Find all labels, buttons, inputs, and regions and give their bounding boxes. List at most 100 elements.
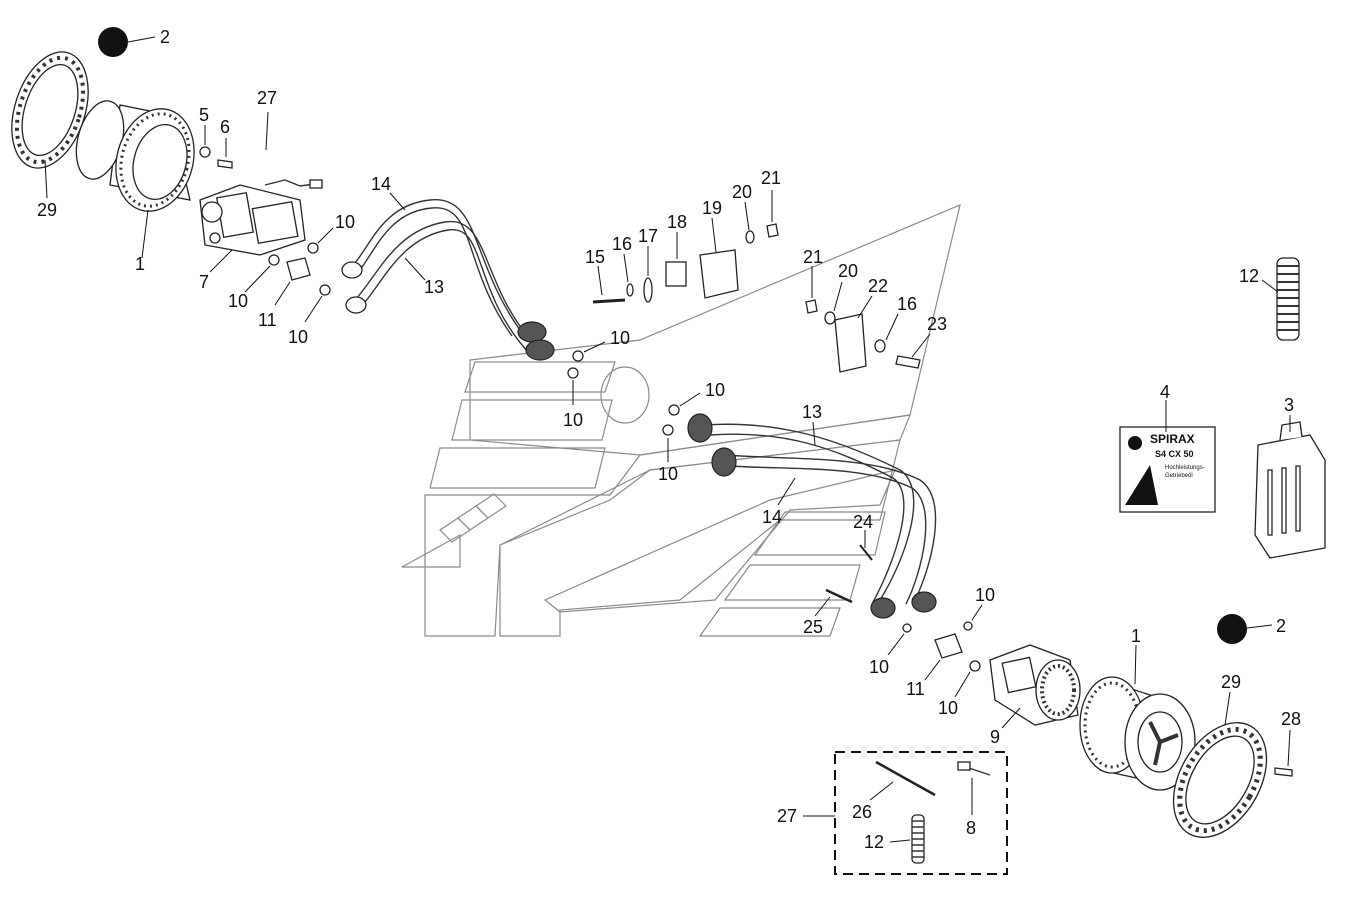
callout-29: 29	[37, 200, 57, 220]
callout-3: 3	[1284, 395, 1294, 415]
cable-tie-26	[875, 760, 936, 797]
callout-4: 4	[1160, 382, 1170, 402]
callout-9: 9	[990, 727, 1000, 747]
bracket-22	[834, 313, 867, 373]
pin-15	[592, 298, 626, 304]
washer-16	[874, 339, 886, 353]
block-11	[934, 633, 963, 659]
leader-line	[274, 281, 291, 306]
leader-line	[887, 633, 905, 656]
oil-label-line2: Getriebeöl	[1165, 473, 1193, 479]
callout-13: 13	[802, 402, 822, 422]
callout-5: 5	[199, 105, 209, 125]
callout-26: 26	[852, 802, 872, 822]
callout-10: 10	[288, 327, 308, 347]
leader-line	[597, 265, 603, 296]
leader-line	[1001, 707, 1021, 729]
bracket-19	[699, 249, 739, 299]
chassis-frame-outline	[401, 203, 961, 637]
oil-label-brand: SPIRAX	[1150, 432, 1195, 446]
hydraulic-hoses-top	[341, 199, 555, 361]
callout-7: 7	[199, 272, 209, 292]
gearbox-1	[75, 100, 195, 212]
callout-20: 20	[838, 261, 858, 281]
leader-line	[679, 392, 701, 407]
leader-line	[583, 341, 606, 353]
sensor-plug-27	[309, 179, 323, 189]
o-ring-10	[963, 621, 973, 631]
callout-20: 20	[732, 182, 752, 202]
washer-20	[824, 311, 836, 325]
oil-label-4: SPIRAX S4 CX 50 Hochleistungs- Getriebeö…	[1119, 426, 1216, 513]
callout-29: 29	[1221, 672, 1241, 692]
leader-line	[711, 217, 717, 253]
leader-line	[1261, 279, 1279, 293]
leader-line	[857, 295, 873, 319]
callout-22: 22	[868, 276, 888, 296]
o-ring-10	[668, 404, 680, 416]
callout-2: 2	[1276, 616, 1286, 636]
hydraulic-motor-9	[989, 644, 1081, 726]
leader-line	[954, 671, 971, 698]
callout-10: 10	[228, 291, 248, 311]
callout-28: 28	[1281, 709, 1301, 729]
frame-slot-6	[698, 607, 841, 637]
o-ring-10	[662, 424, 674, 436]
gear-ring-29	[1172, 722, 1268, 838]
leader-line	[885, 313, 899, 341]
leader-line	[404, 257, 426, 281]
leader-line	[812, 421, 816, 446]
leader-line	[244, 265, 271, 293]
callout-14: 14	[762, 507, 782, 527]
callout-16: 16	[612, 234, 632, 254]
frame-slot-2	[451, 399, 613, 441]
frame-rail	[543, 469, 897, 613]
frame-slot-1	[464, 361, 616, 393]
callout-24: 24	[853, 512, 873, 532]
frame-slot-5	[723, 564, 861, 601]
callout-27: 27	[777, 806, 797, 826]
o-ring-10	[572, 350, 584, 362]
hydraulic-hoses-bottom	[687, 413, 937, 619]
leader-line	[924, 659, 941, 681]
callout-10: 10	[563, 410, 583, 430]
leader-line	[777, 477, 796, 506]
leader-line	[869, 781, 894, 801]
callout-10: 10	[975, 585, 995, 605]
clip-17	[643, 277, 653, 303]
o-ring-10	[268, 254, 280, 266]
callout-25: 25	[803, 617, 823, 637]
leader-line	[889, 839, 911, 843]
callout-11: 11	[258, 310, 277, 330]
frame-arrow-triangle	[401, 533, 461, 568]
leader-line	[1224, 691, 1231, 726]
marker-dot-2	[1217, 614, 1247, 644]
callout-21: 21	[803, 247, 823, 267]
washer-20	[745, 230, 755, 244]
callout-10: 10	[610, 328, 630, 348]
oil-label-grade: S4 CX 50	[1155, 449, 1194, 459]
frame-chevron-3	[475, 493, 507, 519]
marker-dot-2	[98, 27, 128, 57]
callout-1: 1	[135, 254, 145, 274]
callout-23: 23	[927, 314, 947, 334]
kit-27-box	[834, 751, 1008, 875]
frame-inner-body	[499, 439, 901, 637]
callout-27: 27	[257, 88, 277, 108]
leader-line	[141, 209, 149, 259]
nut-21	[766, 223, 779, 238]
callout-10: 10	[335, 212, 355, 232]
spring-12	[911, 814, 925, 864]
sensor-cable-27	[264, 179, 316, 187]
callout-14: 14	[371, 174, 391, 194]
callout-11: 11	[906, 679, 925, 699]
nut-21	[805, 299, 818, 314]
leader-line	[127, 36, 156, 43]
callout-13: 13	[424, 277, 444, 297]
leader-line	[1134, 644, 1137, 685]
leader-line	[911, 333, 931, 358]
hydraulic-motor-7	[199, 184, 306, 256]
leader-line	[265, 111, 269, 151]
leader-line	[44, 159, 48, 199]
